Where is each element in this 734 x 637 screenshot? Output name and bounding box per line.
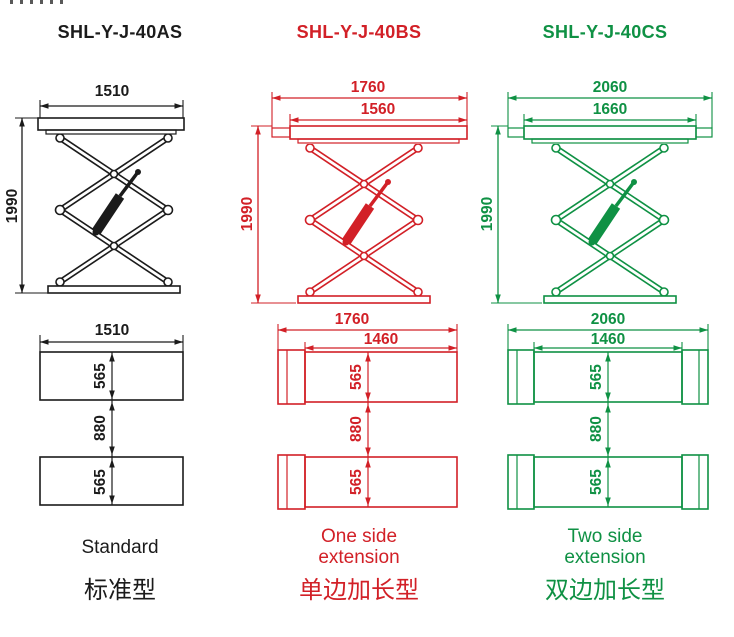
plan-width-dimension-outer: 1760 — [277, 311, 458, 352]
plan-width-dimension: 1510 — [39, 322, 184, 352]
dim-side-height: 1990 — [479, 197, 496, 231]
dim-side-height: 1990 — [4, 189, 21, 223]
scissor-mechanism — [306, 144, 423, 296]
side-view — [507, 125, 713, 304]
cropped-top-text-fragment — [10, 0, 64, 4]
plan-width-dimension-outer: 2060 — [507, 311, 709, 350]
scissor-mechanism — [56, 134, 173, 286]
caption-chinese: 双边加长型 — [545, 577, 665, 604]
side-height-dimension: 1990 — [239, 125, 296, 304]
dim-side-height: 1990 — [239, 197, 256, 231]
dim-side-width-inner: 1660 — [593, 101, 627, 118]
caption-chinese: 标准型 — [84, 577, 156, 604]
standard-drawing: 1510 1990 151 — [4, 83, 185, 506]
caption-en-line1: Two side — [567, 526, 643, 547]
dim-side-width-outer: 2060 — [593, 79, 627, 96]
dim-platform-gap: 880 — [588, 416, 605, 442]
dim-platform-depth-top: 565 — [348, 364, 365, 390]
side-width-dimension-outer: 2060 — [507, 79, 713, 128]
dim-platform-depth-bottom: 565 — [348, 469, 365, 495]
caption-english: Two side extension — [480, 526, 730, 568]
column-one-side-extension: SHL-Y-J-40BS 1760 1560 — [239, 0, 478, 637]
caption-en-line2: extension — [318, 547, 400, 568]
side-height-dimension: 1990 — [4, 117, 48, 294]
caption-en-line1: One side — [320, 526, 398, 547]
scissor-mechanism — [552, 144, 669, 296]
dim-plan-width-outer: 1510 — [95, 322, 129, 339]
dim-platform-depth-top: 565 — [588, 364, 605, 390]
caption-chinese: 单边加长型 — [299, 577, 419, 604]
side-view — [37, 117, 185, 294]
dim-plan-width-inner: 1460 — [591, 331, 625, 348]
side-width-dimension-inner: 1660 — [523, 101, 697, 126]
dim-platform-depth-bottom: 565 — [588, 469, 605, 495]
one-side-extension-drawing: 1760 1560 1990 — [239, 79, 468, 510]
model-title: SHL-Y-J-40CS — [542, 22, 668, 42]
caption-en-line2: extension — [564, 547, 646, 568]
plan-width-dimension-inner: 1460 — [533, 331, 683, 352]
caption-en-line1: Standard — [81, 537, 159, 558]
side-width-dimension: 1510 — [39, 83, 184, 118]
caption-english: One side extension — [240, 526, 478, 568]
dim-plan-width-outer: 2060 — [591, 311, 625, 328]
dim-platform-depth-bottom: 565 — [92, 469, 109, 495]
dim-platform-gap: 880 — [92, 415, 109, 441]
caption-english: Standard — [2, 526, 238, 558]
side-height-dimension: 1990 — [479, 125, 542, 304]
model-title: SHL-Y-J-40AS — [57, 22, 183, 42]
model-title: SHL-Y-J-40BS — [296, 22, 422, 42]
plan-view: 565 880 565 — [277, 349, 458, 510]
two-side-extension-drawing: 2060 1660 — [479, 79, 713, 510]
dim-platform-depth-top: 565 — [92, 363, 109, 389]
side-width-dimension-inner: 1560 — [289, 101, 467, 126]
dim-plan-width-outer: 1760 — [335, 311, 369, 328]
dim-side-width-inner: 1560 — [361, 101, 395, 118]
dim-side-width-outer: 1760 — [351, 79, 385, 96]
column-two-side-extension: SHL-Y-J-40CS 2060 1660 — [479, 0, 730, 637]
dim-side-width-outer: 1510 — [95, 83, 129, 100]
dim-platform-gap: 880 — [348, 416, 365, 442]
plan-view: 565 880 565 — [507, 349, 709, 510]
plan-width-dimension-inner: 1460 — [304, 331, 457, 352]
plan-view: 565 880 565 — [39, 351, 184, 506]
side-view — [271, 125, 468, 304]
column-standard: SHL-Y-J-40AS 1510 — [2, 0, 238, 637]
dim-plan-width-inner: 1460 — [364, 331, 398, 348]
